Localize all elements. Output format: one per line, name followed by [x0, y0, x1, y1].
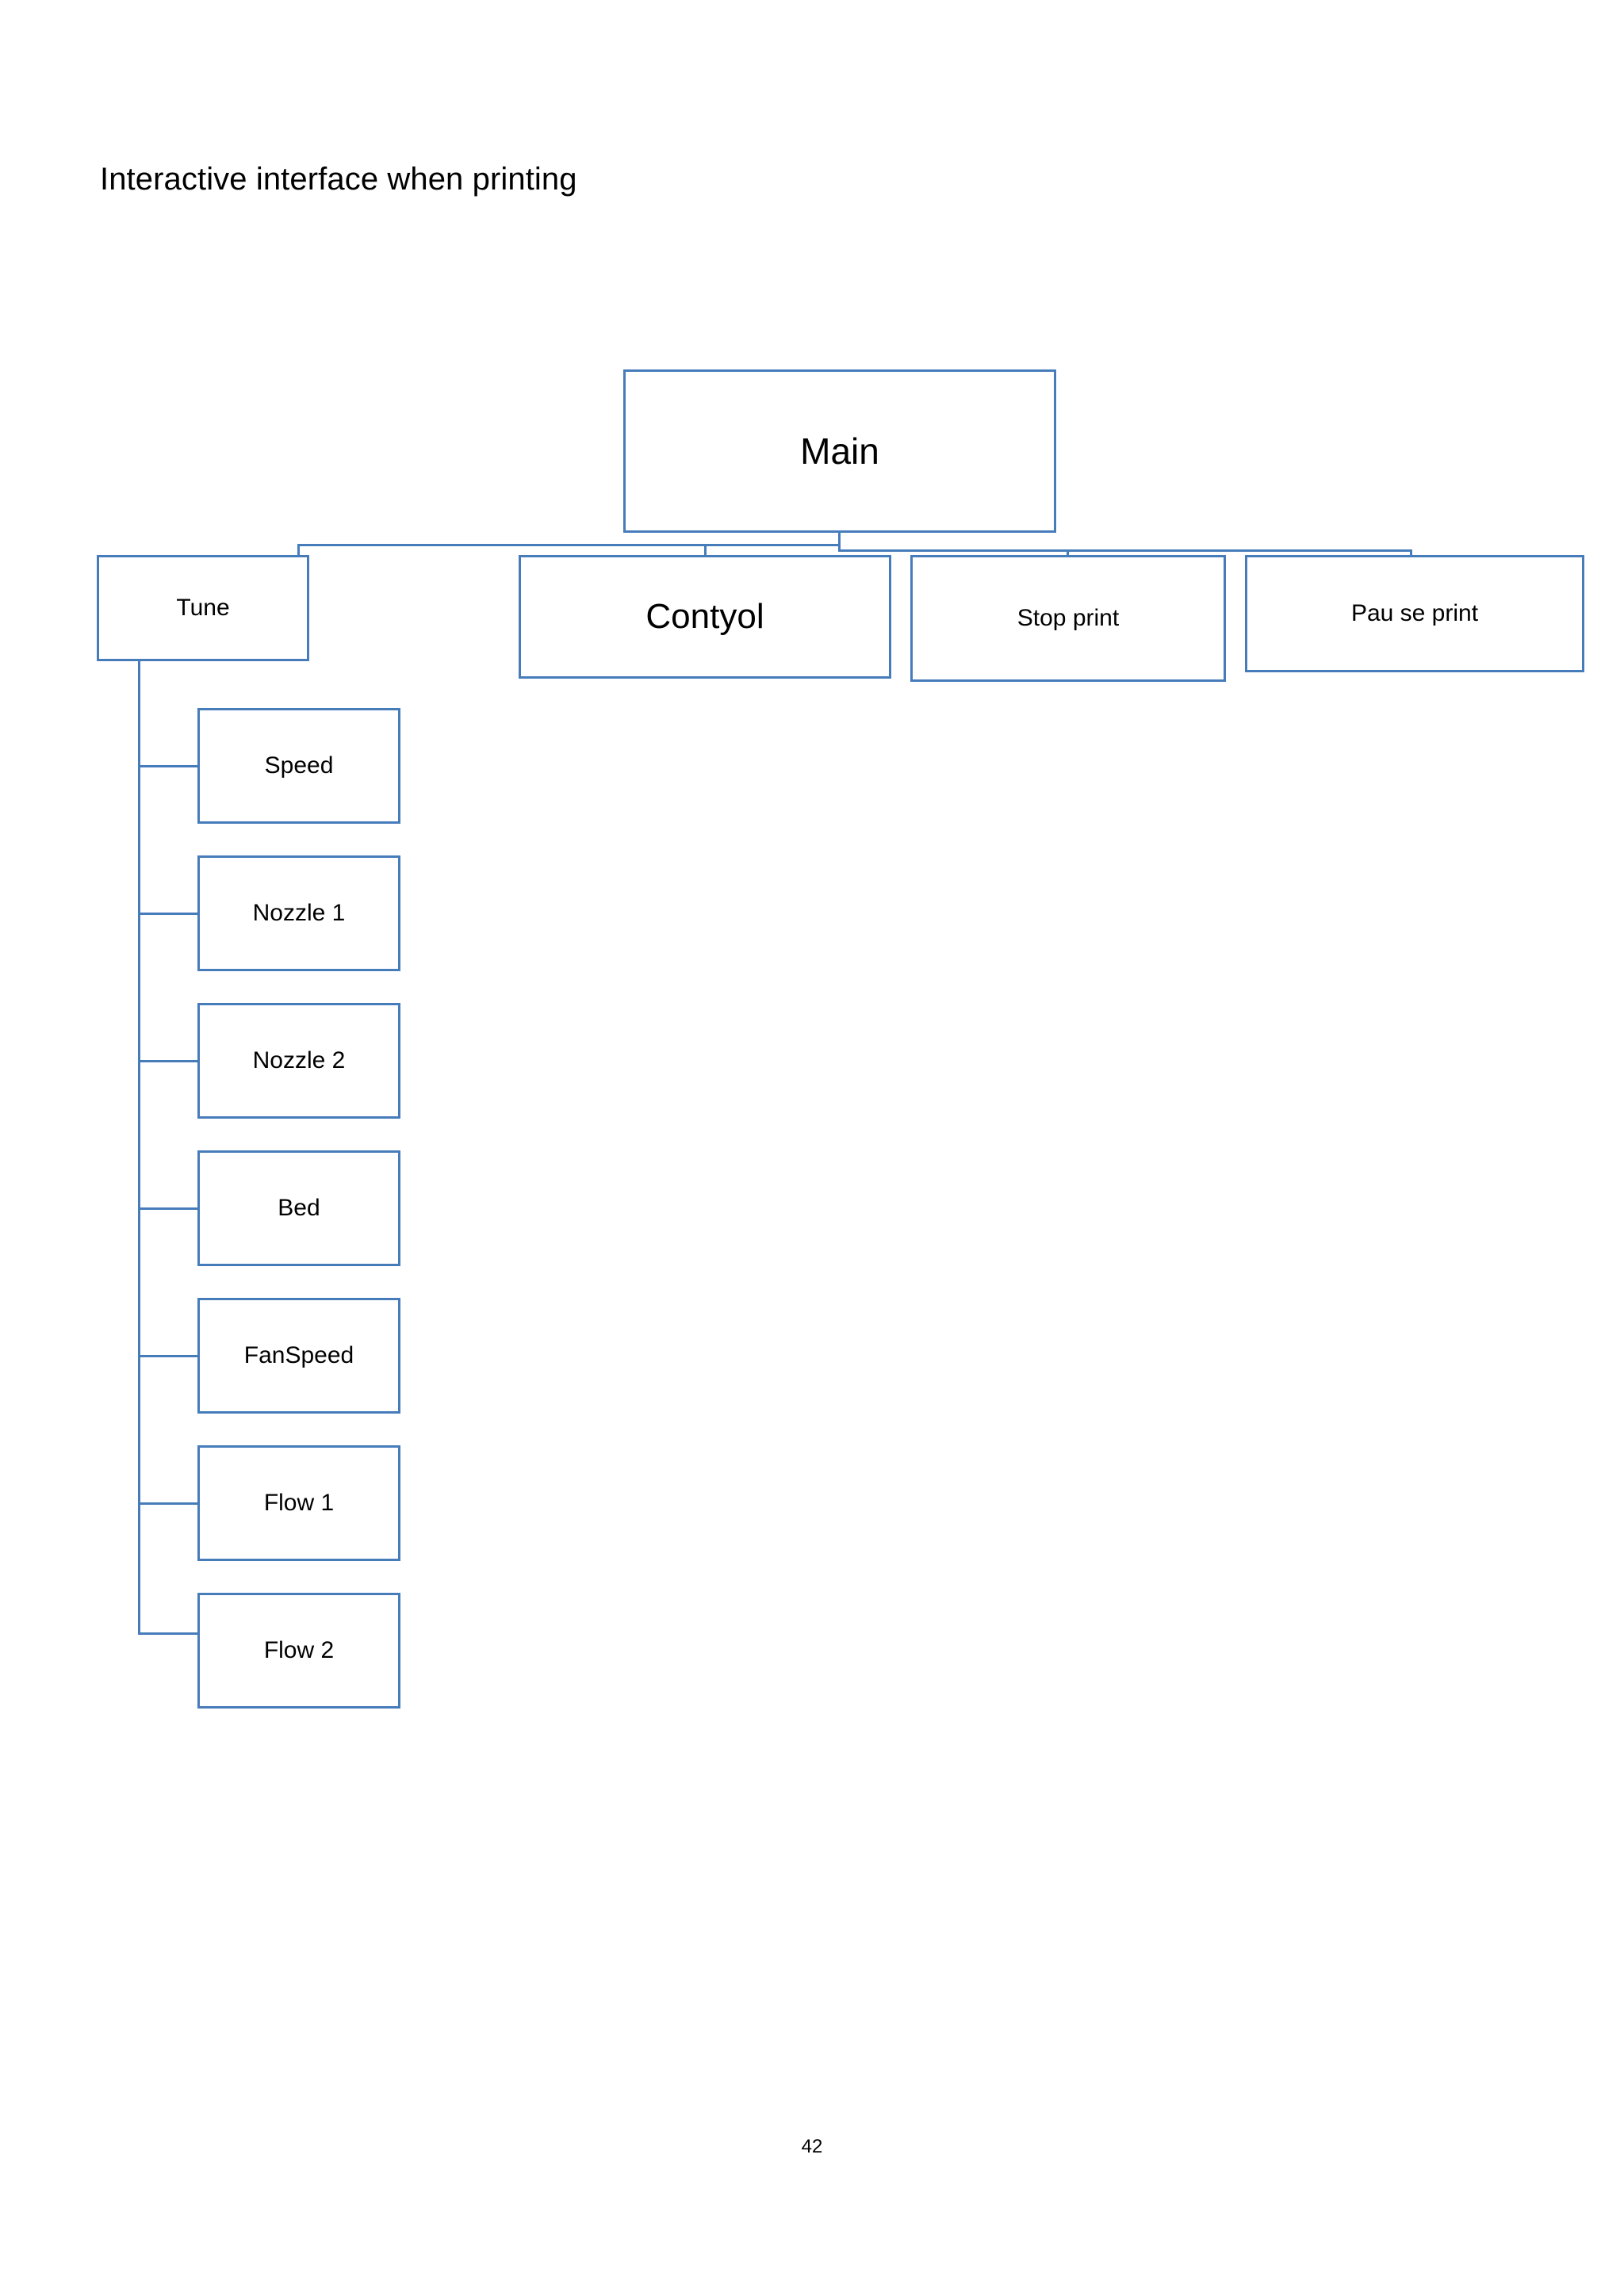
node-pause-print-label: Pau se print: [1350, 599, 1479, 626]
connector-drop-tune: [297, 544, 300, 557]
connector-stub-flow-1: [138, 1502, 200, 1505]
node-tune-label: Tune: [176, 594, 230, 621]
node-pause-print[interactable]: Pau se print: [1245, 555, 1584, 672]
connector-stub-bed: [138, 1207, 200, 1210]
node-flow-2-label: Flow 2: [263, 1636, 335, 1663]
page-number: 42: [801, 2136, 823, 2157]
connector-drop-pause-print: [1410, 549, 1412, 557]
node-bed[interactable]: Bed: [197, 1150, 400, 1266]
node-tune[interactable]: Tune: [97, 555, 309, 661]
connector-drop-contyol: [704, 544, 707, 557]
connector-drop-stop-print: [1067, 549, 1069, 557]
node-flow-1-label: Flow 1: [263, 1489, 335, 1516]
connector-stub-fanspeed: [138, 1355, 200, 1357]
node-nozzle-2[interactable]: Nozzle 2: [197, 1003, 400, 1119]
node-speed-label: Speed: [264, 752, 334, 779]
node-bed-label: Bed: [278, 1194, 320, 1221]
page-title: Interactive interface when printing: [100, 162, 577, 197]
node-nozzle-1-label: Nozzle 1: [252, 899, 346, 926]
node-fanspeed-label: FanSpeed: [243, 1341, 354, 1368]
node-contyol[interactable]: Contyol: [519, 555, 891, 679]
connector-trunk-lower: [297, 544, 838, 546]
node-flow-1[interactable]: Flow 1: [197, 1445, 400, 1561]
node-nozzle-1[interactable]: Nozzle 1: [197, 855, 400, 971]
node-nozzle-2-label: Nozzle 2: [252, 1047, 346, 1073]
connector-trunk-upper: [838, 549, 1410, 552]
node-stop-print-label: Stop print: [1017, 604, 1120, 631]
node-contyol-label: Contyol: [645, 596, 764, 636]
connector-stub-nozzle-2: [138, 1060, 200, 1062]
node-main[interactable]: Main: [623, 369, 1056, 533]
connector-stub-flow-2: [138, 1632, 200, 1635]
connector-stub-speed: [138, 765, 200, 767]
node-fanspeed[interactable]: FanSpeed: [197, 1298, 400, 1414]
node-flow-2[interactable]: Flow 2: [197, 1593, 400, 1709]
connector-main-to-trunk: [838, 533, 841, 552]
node-speed[interactable]: Speed: [197, 708, 400, 824]
connector-tune-spine: [138, 660, 140, 1635]
node-main-label: Main: [800, 430, 879, 472]
connector-stub-nozzle-1: [138, 913, 200, 915]
node-stop-print[interactable]: Stop print: [910, 555, 1226, 682]
